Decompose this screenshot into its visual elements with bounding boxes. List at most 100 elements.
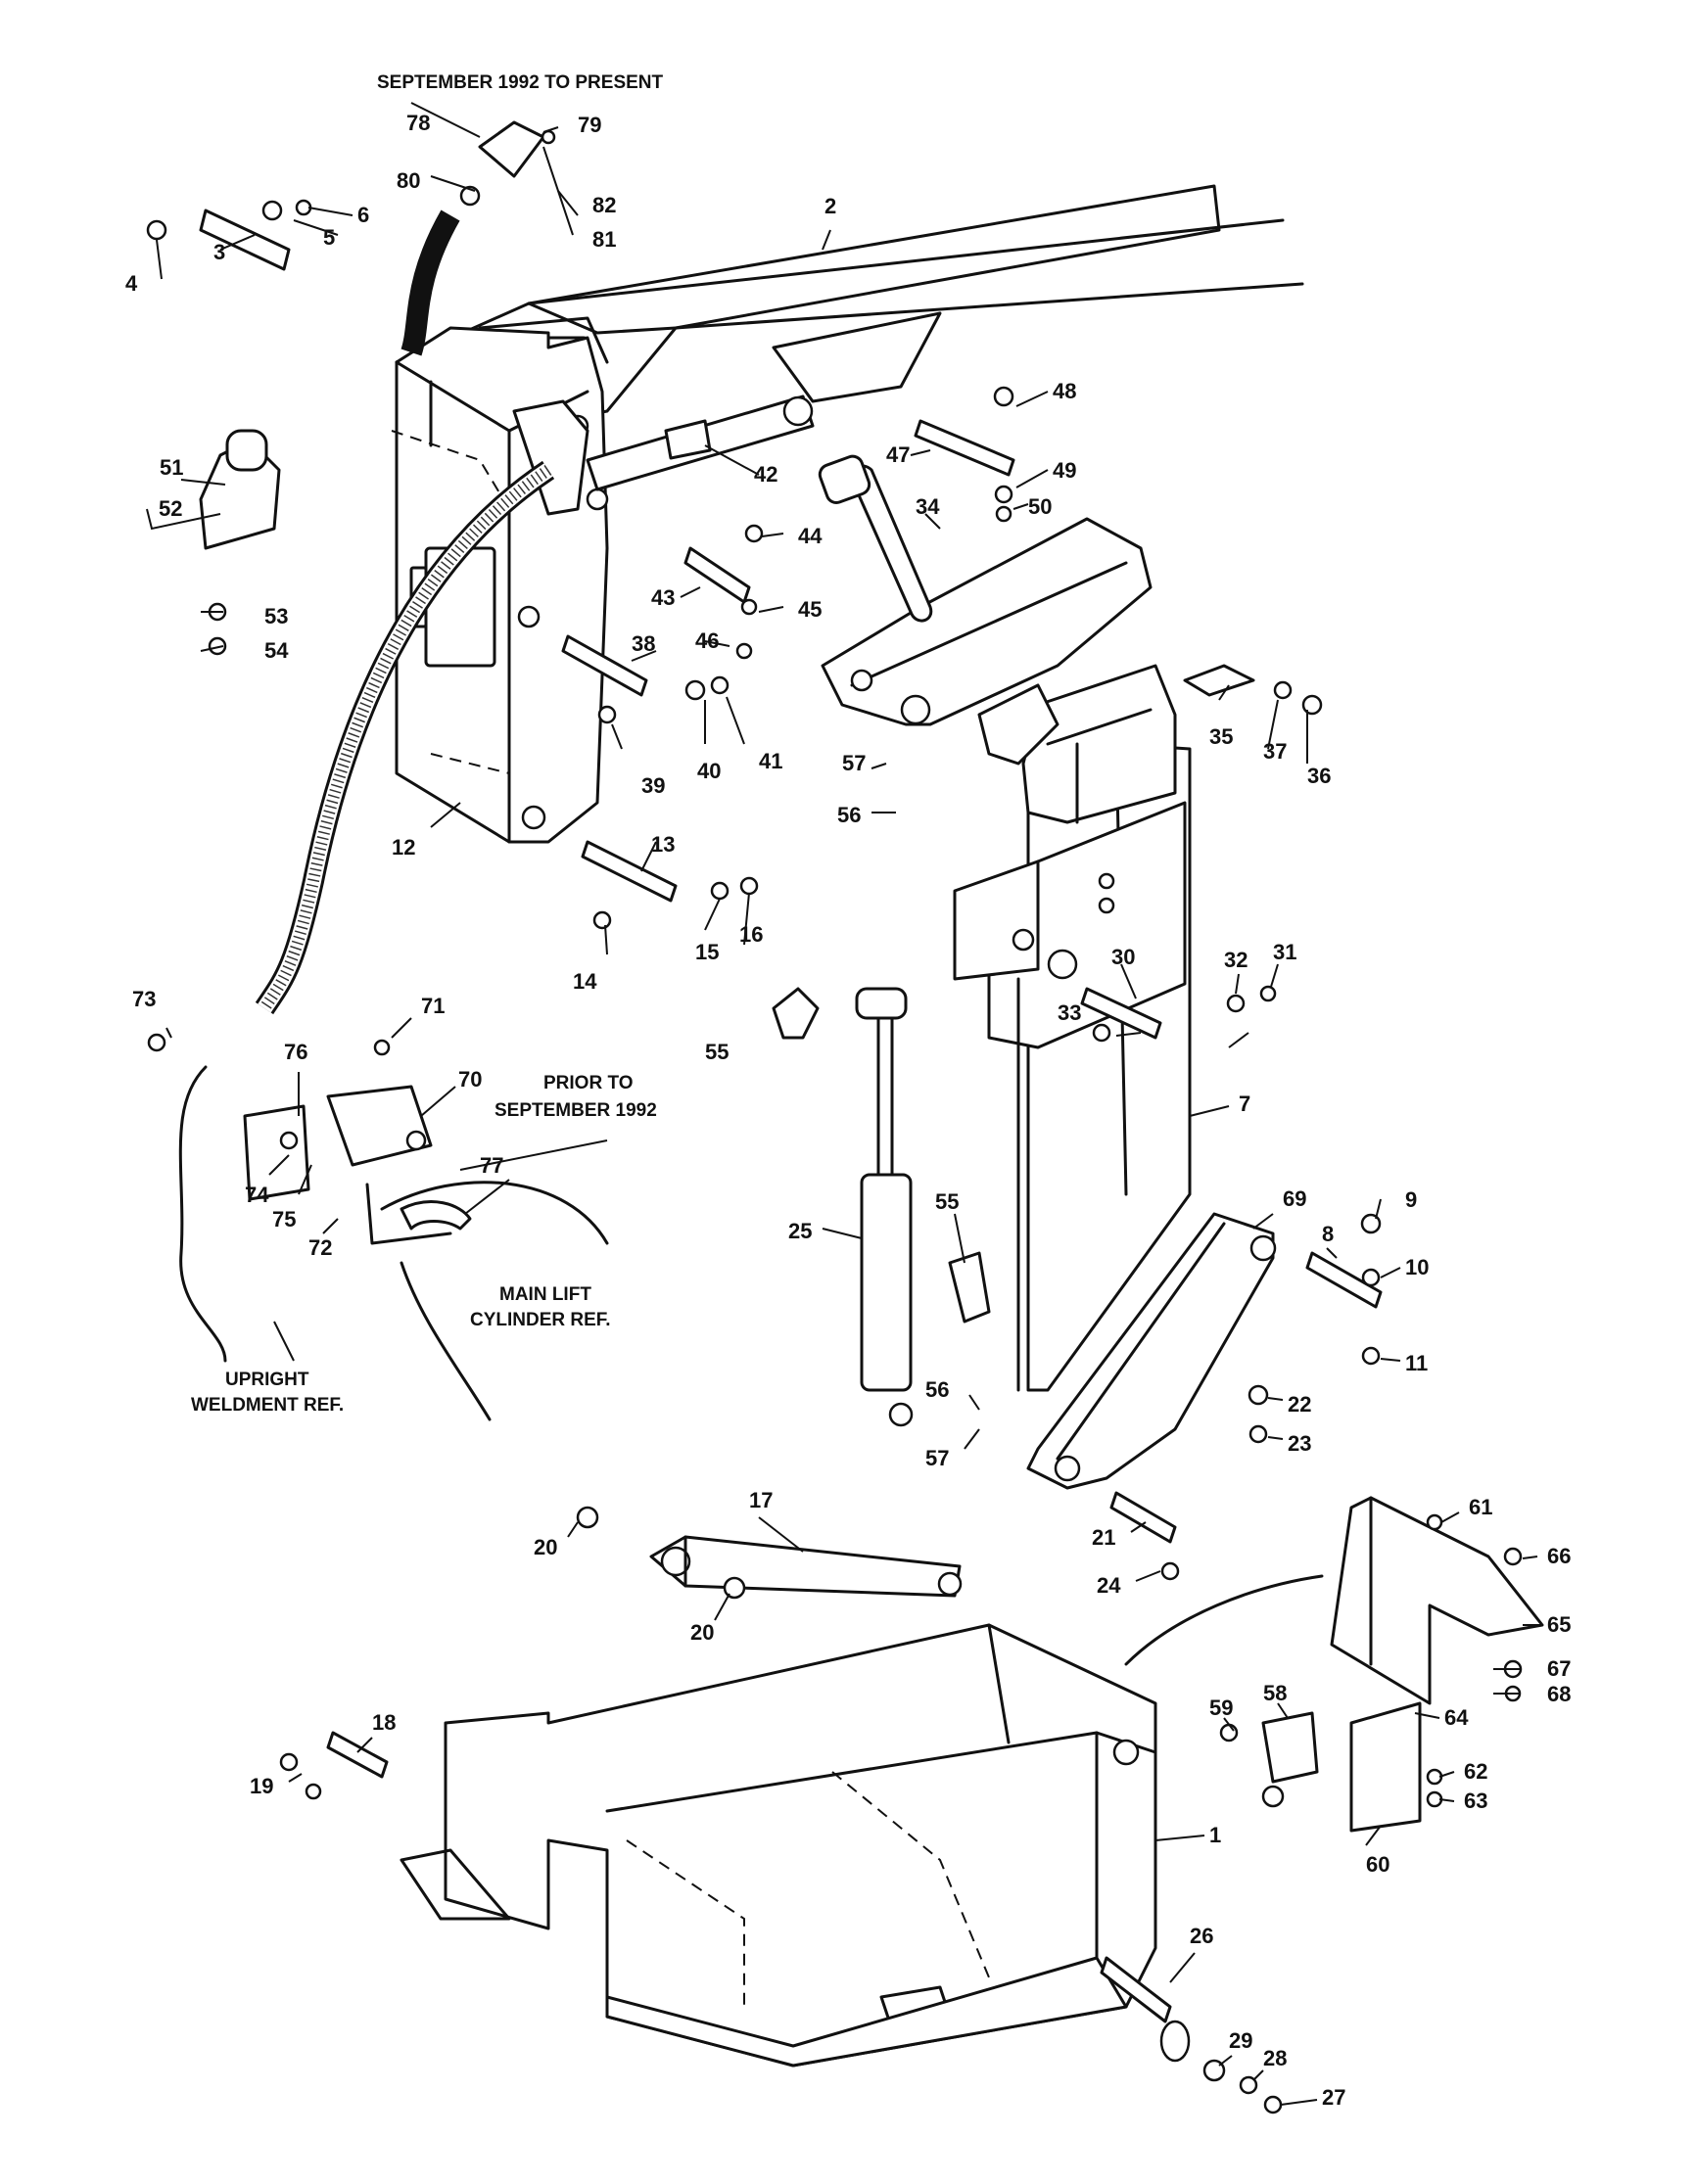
- callout-70: 70: [458, 1067, 482, 1092]
- callout-27: 27: [1322, 2085, 1345, 2110]
- callout-16: 16: [739, 922, 763, 947]
- callout-35: 35: [1209, 724, 1233, 749]
- leveling-cylinder: [855, 987, 914, 1427]
- callout-50: 50: [1028, 494, 1052, 519]
- callout-77: 77: [480, 1153, 503, 1178]
- callout-30: 30: [1111, 945, 1135, 969]
- callout-19: 19: [250, 1774, 273, 1798]
- callout-45: 45: [798, 597, 822, 622]
- callout-numbers: 78 79 80 82 81 6 5 4 3 2 51 52 53 54 42 …: [125, 111, 1571, 2110]
- callout-20a: 20: [534, 1535, 557, 1559]
- callout-34: 34: [916, 494, 940, 519]
- callout-68: 68: [1547, 1682, 1571, 1706]
- callout-57b: 57: [925, 1446, 949, 1470]
- callout-11: 11: [1405, 1351, 1428, 1375]
- callout-36: 36: [1307, 764, 1331, 788]
- callout-72: 72: [308, 1235, 332, 1260]
- callout-53: 53: [264, 604, 288, 628]
- callout-10: 10: [1405, 1255, 1429, 1279]
- note-main-lift: MAIN LIFT: [499, 1284, 591, 1305]
- callout-65: 65: [1547, 1612, 1571, 1637]
- hydraulic-hose: [255, 209, 1324, 1666]
- callout-73: 73: [132, 987, 156, 1011]
- callout-82: 82: [592, 193, 616, 217]
- callout-40: 40: [697, 759, 721, 783]
- callout-58: 58: [1263, 1681, 1287, 1705]
- callout-46: 46: [695, 628, 719, 653]
- callout-39: 39: [641, 773, 665, 798]
- callout-71: 71: [421, 994, 445, 1018]
- callout-74: 74: [245, 1183, 269, 1207]
- callout-1: 1: [1209, 1823, 1221, 1847]
- callout-49: 49: [1053, 458, 1076, 483]
- lift-cylinder: [586, 395, 815, 491]
- reference-notes: SEPTEMBER 1992 TO PRESENT PRIOR TO SEPTE…: [191, 72, 664, 1416]
- callout-17: 17: [749, 1488, 773, 1512]
- callout-6: 6: [357, 203, 369, 227]
- callout-69: 69: [1283, 1186, 1306, 1211]
- callout-22: 22: [1288, 1392, 1311, 1417]
- callout-64: 64: [1444, 1705, 1469, 1730]
- limit-switch-assemblies: [178, 1065, 1319, 1808]
- note-weldment-ref: WELDMENT REF.: [191, 1395, 344, 1416]
- callout-33: 33: [1058, 1000, 1081, 1025]
- callout-42: 42: [754, 462, 777, 487]
- callout-3: 3: [213, 240, 225, 264]
- callout-48: 48: [1053, 379, 1076, 403]
- callout-32: 32: [1224, 948, 1248, 972]
- callout-43: 43: [651, 585, 675, 610]
- callout-24: 24: [1097, 1573, 1121, 1598]
- callout-81: 81: [592, 227, 616, 252]
- callout-41: 41: [759, 749, 782, 773]
- callout-59: 59: [1209, 1696, 1233, 1720]
- callout-76: 76: [284, 1040, 307, 1064]
- callout-38: 38: [632, 631, 655, 656]
- callout-37: 37: [1263, 739, 1287, 764]
- mounting-bracket: [1330, 1496, 1544, 1833]
- main-lift-cylinder: [649, 1535, 963, 1598]
- callout-78: 78: [406, 111, 430, 135]
- leader-lines: [146, 102, 1540, 2106]
- callout-9: 9: [1405, 1187, 1417, 1212]
- callout-14: 14: [573, 969, 597, 994]
- callout-44: 44: [798, 524, 823, 548]
- leveling-arm: [1026, 1212, 1277, 1490]
- callout-61: 61: [1469, 1495, 1492, 1519]
- callout-55a: 55: [705, 1040, 729, 1064]
- note-september-1992: SEPTEMBER 1992: [494, 1100, 657, 1121]
- callout-5: 5: [323, 225, 335, 250]
- callout-29: 29: [1229, 2028, 1252, 2053]
- callout-31: 31: [1273, 940, 1296, 964]
- callout-25: 25: [788, 1219, 812, 1243]
- callout-66: 66: [1547, 1544, 1571, 1568]
- callout-75: 75: [272, 1207, 296, 1231]
- callout-15: 15: [695, 940, 719, 964]
- note-prior-to: PRIOR TO: [543, 1073, 634, 1093]
- callout-80: 80: [397, 168, 420, 193]
- callout-62: 62: [1464, 1759, 1487, 1784]
- note-september-1992-to-present: SEPTEMBER 1992 TO PRESENT: [377, 72, 664, 93]
- callout-12: 12: [392, 835, 415, 860]
- callout-56b: 56: [925, 1377, 949, 1402]
- callout-67: 67: [1547, 1656, 1571, 1681]
- callout-60: 60: [1366, 1852, 1389, 1877]
- callout-28: 28: [1263, 2046, 1287, 2070]
- callout-23: 23: [1288, 1431, 1311, 1456]
- callout-21: 21: [1092, 1525, 1115, 1550]
- callout-20b: 20: [690, 1620, 714, 1645]
- callout-26: 26: [1190, 1924, 1213, 1948]
- callout-2: 2: [824, 194, 836, 218]
- callout-8: 8: [1322, 1222, 1334, 1246]
- base-weldment: [400, 1623, 1157, 2068]
- callout-47: 47: [886, 442, 910, 467]
- note-upright: UPRIGHT: [225, 1370, 309, 1390]
- boom-assembly: [395, 184, 1304, 442]
- callout-57a: 57: [842, 751, 866, 775]
- note-cylinder-ref: CYLINDER REF.: [470, 1310, 611, 1330]
- upright-weldment: [953, 742, 1192, 1392]
- inner-mast-and-control: [818, 454, 1177, 824]
- callout-79: 79: [578, 113, 601, 137]
- callout-55b: 55: [935, 1189, 959, 1214]
- callout-13: 13: [651, 832, 675, 857]
